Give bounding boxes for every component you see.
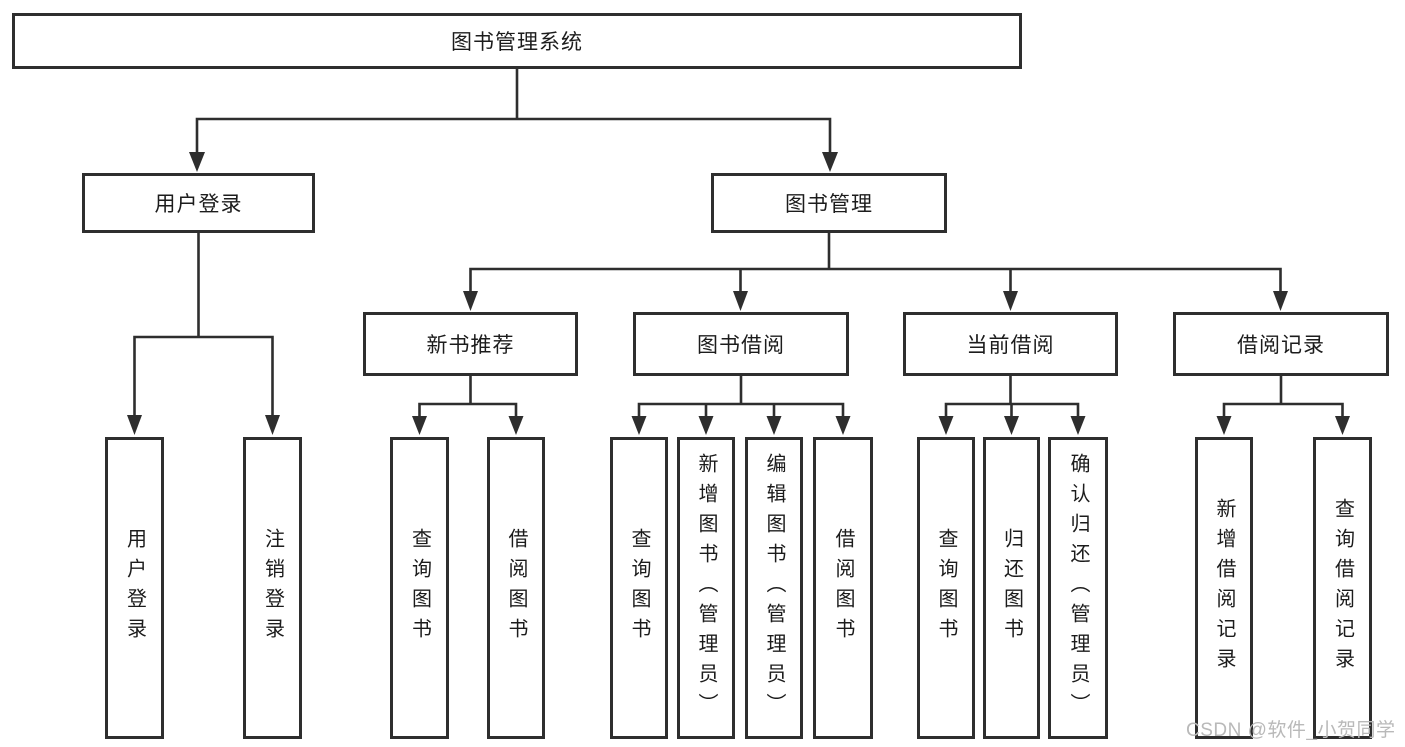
leaf-cb-confirm-return-admin: 确认归还（管理员） bbox=[1048, 437, 1108, 739]
leaf-logout: 注销登录 bbox=[243, 437, 302, 739]
leaf-cb-return-books-label: 归还图书 bbox=[1000, 528, 1023, 648]
node-book-management-label: 图书管理 bbox=[785, 193, 873, 216]
leaf-bb-borrow-books: 借阅图书 bbox=[813, 437, 873, 739]
leaf-br-query-record-label: 查询借阅记录 bbox=[1331, 498, 1354, 678]
node-current-borrowing: 当前借阅 bbox=[903, 312, 1118, 376]
leaf-cb-query-books-label: 查询图书 bbox=[935, 528, 957, 648]
leaf-bb-edit-books-admin: 编辑图书（管理员） bbox=[745, 437, 803, 739]
leaf-nbr-query-books-label: 查询图书 bbox=[408, 528, 431, 648]
leaf-cb-confirm-return-admin-label: 确认归还（管理员） bbox=[1067, 453, 1089, 723]
leaf-bb-add-books-admin: 新增图书（管理员） bbox=[677, 437, 735, 739]
leaf-user-login-label: 用户登录 bbox=[123, 528, 146, 648]
leaf-nbr-borrow-books: 借阅图书 bbox=[487, 437, 545, 739]
leaf-bb-edit-books-admin-label: 编辑图书（管理员） bbox=[763, 453, 785, 723]
node-book-borrowing-label: 图书借阅 bbox=[697, 334, 785, 357]
node-new-book-recommend-label: 新书推荐 bbox=[426, 334, 515, 357]
node-borrowing-records-label: 借阅记录 bbox=[1237, 334, 1325, 357]
node-current-borrowing-label: 当前借阅 bbox=[966, 334, 1055, 357]
node-root-label: 图书管理系统 bbox=[451, 31, 583, 54]
leaf-user-login: 用户登录 bbox=[105, 437, 164, 739]
node-root: 图书管理系统 bbox=[12, 13, 1022, 69]
node-book-borrowing: 图书借阅 bbox=[633, 312, 849, 376]
leaf-nbr-borrow-books-label: 借阅图书 bbox=[505, 528, 527, 648]
leaf-br-query-record: 查询借阅记录 bbox=[1313, 437, 1372, 739]
node-user-login: 用户登录 bbox=[82, 173, 315, 233]
watermark: CSDN @软件_小贺同学 bbox=[1186, 720, 1396, 741]
leaf-bb-query-books-label: 查询图书 bbox=[628, 528, 650, 648]
leaf-cb-return-books: 归还图书 bbox=[983, 437, 1040, 739]
node-new-book-recommend: 新书推荐 bbox=[363, 312, 578, 376]
leaf-nbr-query-books: 查询图书 bbox=[390, 437, 449, 739]
leaf-bb-borrow-books-label: 借阅图书 bbox=[832, 528, 854, 648]
leaf-br-add-record-label: 新增借阅记录 bbox=[1213, 498, 1235, 678]
leaf-bb-add-books-admin-label: 新增图书（管理员） bbox=[695, 453, 717, 723]
leaf-br-add-record: 新增借阅记录 bbox=[1195, 437, 1253, 739]
node-user-login-label: 用户登录 bbox=[154, 193, 243, 216]
leaf-cb-query-books: 查询图书 bbox=[917, 437, 975, 739]
node-book-management: 图书管理 bbox=[711, 173, 947, 233]
leaf-bb-query-books: 查询图书 bbox=[610, 437, 668, 739]
leaf-logout-label: 注销登录 bbox=[261, 528, 284, 648]
node-borrowing-records: 借阅记录 bbox=[1173, 312, 1389, 376]
